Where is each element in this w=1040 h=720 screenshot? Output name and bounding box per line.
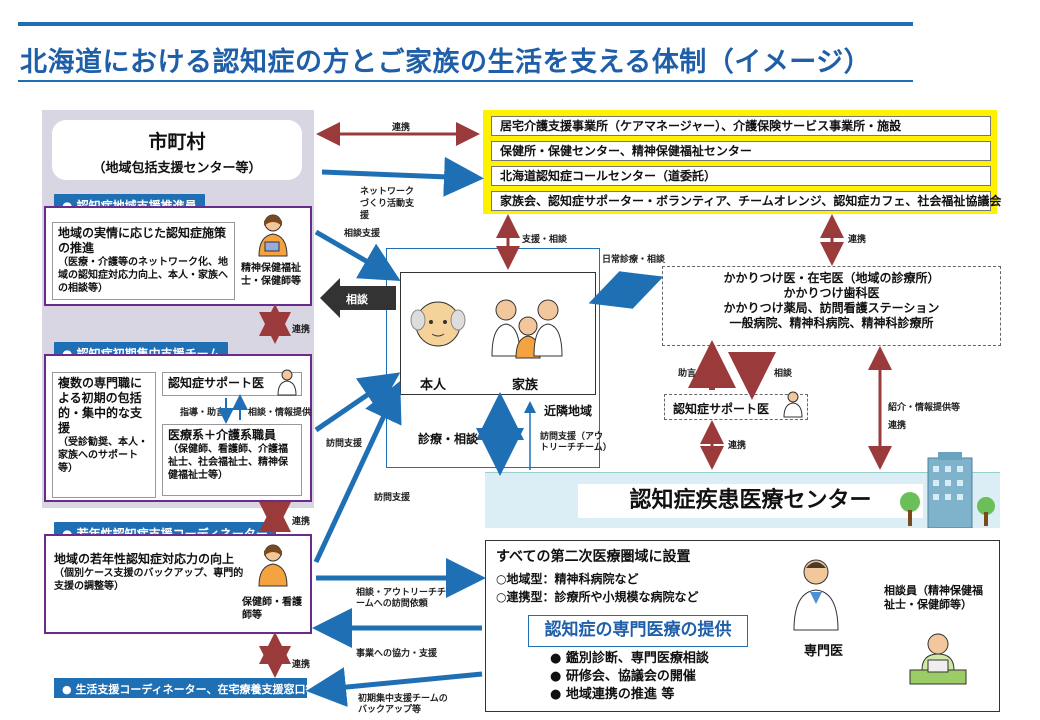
shoki-staff-detail: （保健師、看護師、介護福祉士、社会福祉士、精神保健福祉士等） xyxy=(168,444,288,481)
suishin-text-box: 地域の実情に応じた認知症施策の推進 （医療・介護等のネットワーク化、地域の認知症… xyxy=(52,222,235,300)
family-icon xyxy=(486,296,568,360)
label-jigyo: 事業への協力・支援 xyxy=(356,649,438,659)
label-nichijo: 日常診療・相談 xyxy=(602,255,666,265)
title-top-rule xyxy=(18,22,913,26)
label-houmon-1: 訪問支援 xyxy=(326,439,363,449)
family-doctors-box: かかりつけ医・在宅医（地域の診療所） かかりつけ歯科医 かかりつけ薬局、訪問看護… xyxy=(662,266,1001,346)
label-shokai: 紹介・情報提供等 xyxy=(888,403,961,413)
bullet-text-2: 研修会、協議会の開催 xyxy=(565,669,696,684)
health-worker-icon-2 xyxy=(255,542,291,588)
arrow-backup xyxy=(306,667,483,708)
arrow-soudan-black xyxy=(320,278,396,318)
arrow-houmon-2 xyxy=(313,380,402,564)
label-soudan: 相談 xyxy=(346,293,368,306)
specialist-label: 専門医 xyxy=(804,644,844,659)
municipality-sub: （地域包括支援センター等） xyxy=(92,161,262,176)
bullet-text-1: 鑑別診断、専門医療相談 xyxy=(565,651,709,666)
shoki-support-doctor: 認知症サポート医 xyxy=(168,376,265,390)
label-renkei-1: 連携 xyxy=(392,123,411,133)
neighbor-label: 近隣地域 xyxy=(544,404,593,418)
doctor-icon-2 xyxy=(782,390,804,418)
yellow-row-callcenter: 北海道認知症コールセンター（道委託） xyxy=(491,166,991,186)
bottom-bullets: ● 鑑別診断、専門医療相談 ● 研修会、協議会の開催 ● 地域連携の推進 等 xyxy=(550,650,709,704)
suishin-staff: 精神保健福祉士・保健師等 xyxy=(241,263,301,287)
municipality-name: 市町村 xyxy=(148,131,206,153)
jakunen-text: 地域の若年性認知症対応力の向上 （個別ケース支援のバックアップ、専門的支援の調整… xyxy=(54,552,246,630)
label-renkei-5: 連携 xyxy=(848,235,867,245)
label-shinryo-soudan: 診療・相談 xyxy=(418,432,479,446)
label-soudan-outreach: 相談・アウトリーチチームへの訪問依頼 xyxy=(356,588,447,609)
instruct-label: 指導・助言 xyxy=(180,408,226,418)
kakari-line-2: かかりつけ歯科医 xyxy=(783,286,880,300)
seikatsu-label: 生活支援コーディネーター、在宅療養支援窓口等 xyxy=(75,683,317,696)
bottom-type1: ○地域型：精神科病院など xyxy=(496,572,639,586)
shoki-staff-box: 医療系＋介護系職員 （保健師、看護師、介護福祉士、社会福祉士、精神保健福祉士等） xyxy=(162,424,302,496)
title-bottom-rule xyxy=(18,80,913,82)
building-icon xyxy=(898,452,998,529)
consult-info-label: 相談・情報提供 xyxy=(248,408,312,418)
bottom-type2: ○連携型：診療所や小規模な病院など xyxy=(496,590,699,604)
yellow-row-health: 保健所・保健センター、精神保健福祉センター xyxy=(491,141,991,161)
shoki-left-detail: （受診勧奨、本人・家族へのサポート等） xyxy=(58,437,148,474)
label-renkei-6: 連携 xyxy=(728,441,747,451)
label-soudan-shien: 相談支援 xyxy=(344,229,381,239)
elderly-person-icon xyxy=(408,292,468,362)
seikatsu-strip: ● 生活支援コーディネーター、在宅療養支援窓口等 xyxy=(54,678,317,698)
shoki-support-doctor-box: 認知症サポート医 xyxy=(162,372,302,396)
shoki-left-box: 複数の専門職による初期の包括的・集中的な支援 （受診勧奨、本人・家族へのサポート… xyxy=(52,372,156,498)
jakunen-staff: 保健師・看護師等 xyxy=(242,597,302,621)
kakari-line-4: 一般病院、精神科病院、精神科診療所 xyxy=(729,316,934,330)
suishin-main: 地域の実情に応じた認知症施策の推進 xyxy=(58,226,227,255)
label-renkei-3: 連携 xyxy=(292,517,311,527)
provide-box: 認知症の専門医療の提供 xyxy=(528,615,748,647)
health-worker-icon xyxy=(255,212,291,258)
kakari-line-3: かかりつけ薬局、訪問看護ステーション xyxy=(723,301,940,315)
jakunen-detail: （個別ケース支援のバックアップ、専門的支援の調整等） xyxy=(54,568,244,592)
label-renkei-4: 連携 xyxy=(292,660,311,670)
support-doctor-right-label: 認知症サポート医 xyxy=(673,402,770,416)
bottom-heading: すべての第二次医療圏域に設置 xyxy=(496,549,691,565)
label-houmon-2: 訪問支援 xyxy=(374,493,411,503)
family-label: 家族 xyxy=(512,378,539,393)
suishin-detail: （医療・介護等のネットワーク化、地域の認知症対応力向上、本人・家族への相談等） xyxy=(58,257,228,294)
label-backup: 初期集中支援チームのバックアップ等 xyxy=(358,694,448,715)
bullet-text-3: 地域連携の推進 等 xyxy=(565,687,675,702)
yellow-row-community: 家族会、認知症サポーター・ボランティア、チームオレンジ、認知症カフェ、社会福祉協… xyxy=(491,191,1001,211)
label-renkei-2: 連携 xyxy=(292,325,311,335)
label-jogen: 助言 xyxy=(678,369,697,379)
bullet-item: ● 研修会、協議会の開催 xyxy=(550,669,696,684)
bullet-item: ● 鑑別診断、専門医療相談 xyxy=(550,651,709,666)
bullet-item: ● 地域連携の推進 等 xyxy=(550,687,675,702)
counselor-label: 相談員（精神保健福祉士・保健師等） xyxy=(884,584,983,611)
label-outreach: 訪問支援（アウトリーチチーム） xyxy=(540,432,612,453)
label-shien-soudan: 支援・相談 xyxy=(522,235,568,245)
arrow-soudan-shien xyxy=(314,229,401,282)
shoki-left-main: 複数の専門職による初期の包括的・集中的な支援 xyxy=(58,376,143,435)
page-title: 北海道における認知症の方とご家族の生活を支える体制（イメージ） xyxy=(20,47,872,78)
person-label: 本人 xyxy=(420,378,447,393)
doctor-icon xyxy=(276,368,298,396)
label-renkei-7: 連携 xyxy=(888,421,907,431)
yellow-row-care: 居宅介護支援事業所（ケアマネージャー）、介護保険サービス事業所・施設 xyxy=(491,116,991,136)
arrow-center-kakari xyxy=(588,271,664,309)
label-soudan-r: 相談 xyxy=(774,369,793,379)
medical-center-title: 認知症疾患医療センター xyxy=(578,484,923,518)
shoki-staff-title: 医療系＋介護系職員 xyxy=(168,428,277,442)
municipality-box: 市町村 （地域包括支援センター等） xyxy=(52,120,302,180)
jakunen-main: 地域の若年性認知症対応力の向上 xyxy=(54,552,235,566)
counselor-icon xyxy=(906,630,970,686)
arrow-network xyxy=(321,156,484,197)
specialist-doctor-icon xyxy=(788,556,844,632)
kakari-line-1: かかりつけ医・在宅医（地域の診療所） xyxy=(723,271,940,285)
label-network: ネットワークづくり活動支援 xyxy=(360,187,415,221)
